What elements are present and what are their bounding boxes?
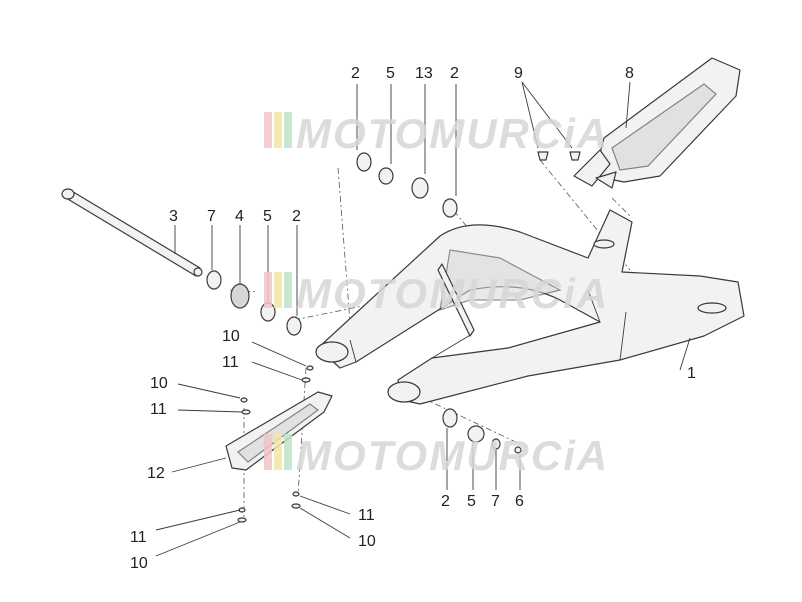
top-bushing-stack [356, 152, 458, 218]
label-4: 4 [235, 208, 244, 225]
bottom-bushing-stack [442, 408, 522, 454]
label-6: 6 [515, 493, 524, 510]
label-7-left: 7 [207, 208, 216, 225]
label-2-top-right: 2 [450, 65, 459, 82]
chain-guard [573, 57, 741, 189]
label-2-bottom: 2 [441, 493, 450, 510]
watermark-text: MOTOMURCiA [296, 270, 609, 317]
label-9: 9 [514, 65, 523, 82]
watermark-stripe-yellow [274, 272, 282, 308]
watermark-stripe-green [284, 112, 292, 148]
watermark-stripe-yellow [274, 112, 282, 148]
label-10-a: 10 [222, 328, 240, 345]
watermark-stripe-red [264, 112, 272, 148]
watermark-stripe-red [264, 434, 272, 470]
label-1: 1 [687, 365, 696, 382]
swingarm [315, 209, 745, 405]
watermark-text: MOTOMURCiA [296, 432, 609, 479]
label-10-b: 10 [150, 375, 168, 392]
watermark-stripe-green [284, 434, 292, 470]
label-2-left: 2 [292, 208, 301, 225]
label-12: 12 [147, 465, 165, 482]
axle [61, 188, 203, 277]
label-2-top-left: 2 [351, 65, 360, 82]
label-10-c: 10 [130, 555, 148, 572]
leader-lines [155, 81, 691, 557]
label-7-bottom: 7 [491, 493, 500, 510]
label-11-b: 11 [150, 401, 167, 418]
label-13: 13 [415, 65, 433, 82]
watermark-stripe-green [284, 272, 292, 308]
watermark-stripe-yellow [274, 434, 282, 470]
watermark-middle: MOTOMURCiA [264, 270, 609, 317]
label-11-d: 11 [358, 507, 375, 524]
watermark-top: MOTOMURCiA [264, 110, 609, 157]
label-5-bottom: 5 [467, 493, 476, 510]
watermark-text: MOTOMURCiA [296, 110, 609, 157]
label-11-c: 11 [130, 529, 147, 546]
label-5-top: 5 [386, 65, 395, 82]
label-11-a: 11 [222, 354, 239, 371]
watermark-bottom: MOTOMURCiA [264, 432, 609, 479]
label-10-d: 10 [358, 533, 376, 550]
fasteners [237, 365, 314, 523]
screws-9 [537, 151, 581, 161]
watermark-stripe-red [264, 272, 272, 308]
label-8: 8 [625, 65, 634, 82]
label-3: 3 [169, 208, 178, 225]
label-5-left: 5 [263, 208, 272, 225]
chain-slider [225, 391, 333, 471]
part-labels: 2 5 13 2 9 8 3 7 4 5 2 10 11 10 11 1 12 … [130, 65, 696, 572]
